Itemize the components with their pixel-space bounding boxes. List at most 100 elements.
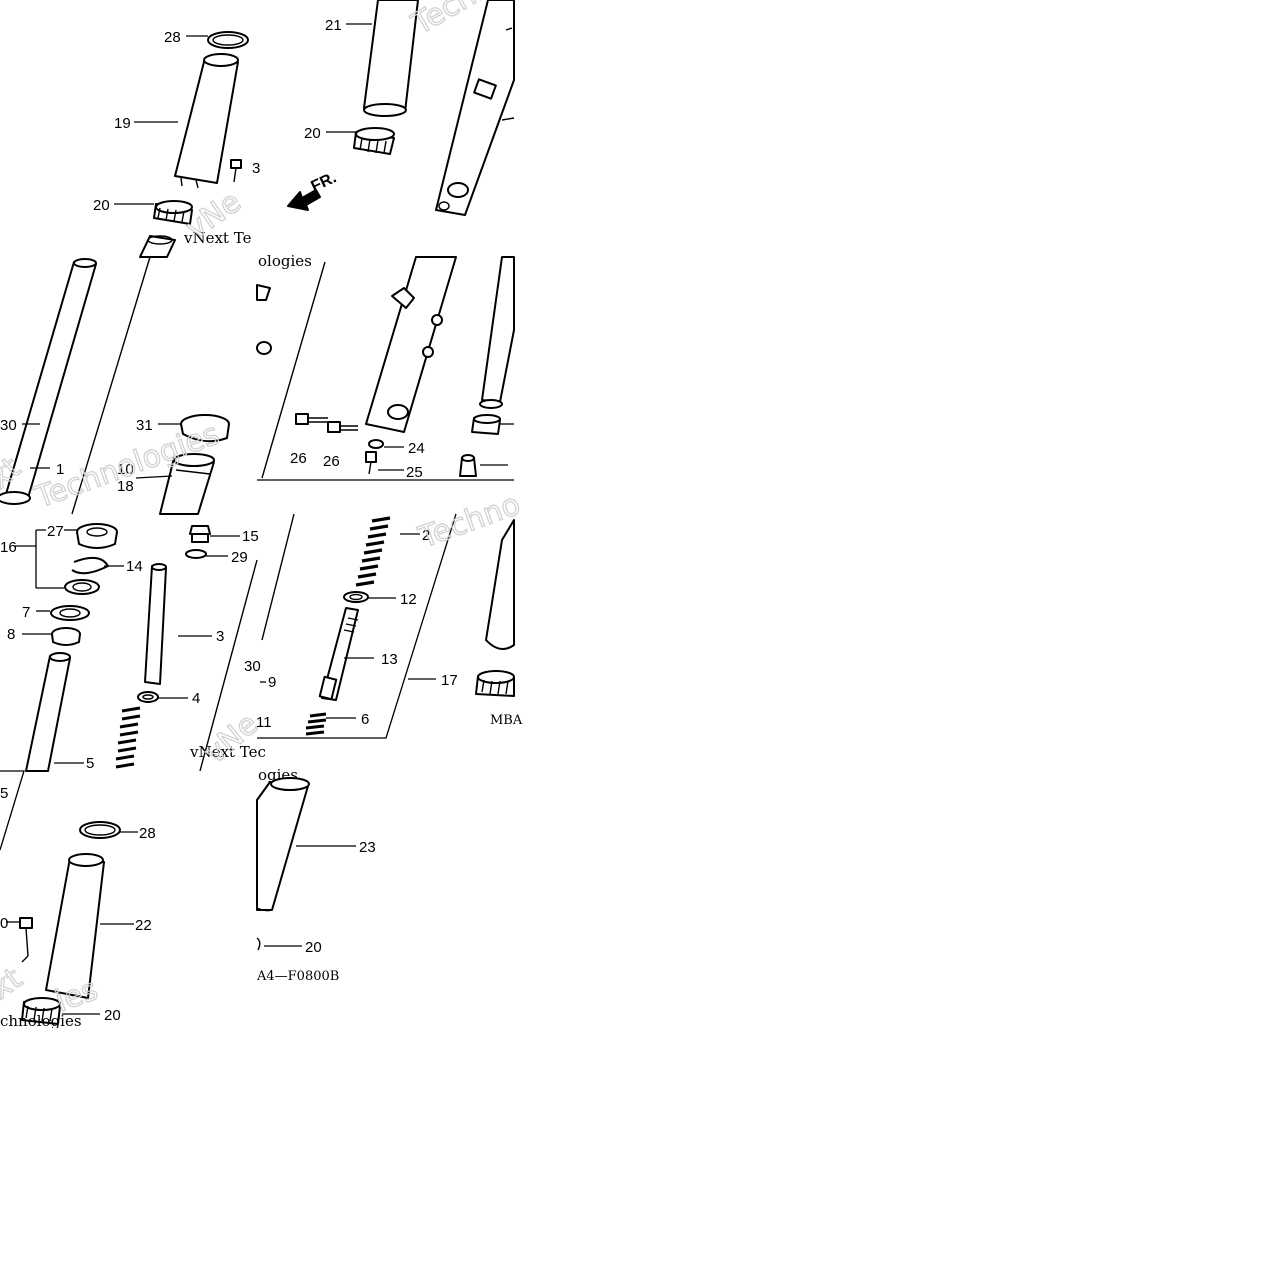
tile-lower-left: 16 27 14 7 8 15 29 3 4 5 vNext Tec vNe [0,523,266,772]
fork-slider-top [435,0,515,216]
callout-3b: 3 [216,628,224,645]
ring-28-bottom [79,821,121,839]
washer-12 [343,591,369,603]
callout-19: 19 [114,115,131,132]
cover-19 [174,53,239,189]
tile-top-left: 28 19 3 20 vNext Te vNe [93,29,260,258]
spring-lower [115,706,141,769]
callout-17: 17 [441,672,458,689]
callout-5a: 5 [86,755,94,772]
bolt-15 [189,525,211,543]
callout-3a: 3 [252,160,260,177]
callout-24: 24 [408,440,425,457]
seal-27 [76,523,118,549]
callout-26a: 26 [290,450,307,467]
callout-11: 11 [256,714,272,731]
callout-20a: 20 [93,197,110,214]
callout-20c: 20 [104,1007,121,1024]
collar-right [471,414,501,435]
tile-lower-right: 30 9 11 2 12 13 6 17 MBA Techno ogies [244,486,526,784]
callout-20d: 20 [305,939,322,956]
watermark-fragment: vNext Te [183,229,252,247]
inner-tube-right [479,256,515,409]
callout-1: 1 [56,461,64,478]
cover-22 [45,853,105,999]
inner-tube-1 [0,258,97,505]
spring-6 [305,712,327,736]
spacer-3 [144,563,167,685]
callout-27: 27 [47,523,64,540]
bearing-right [475,670,515,697]
outer-tube-10 [159,453,215,515]
callout-25: 25 [406,464,423,481]
callout-7: 7 [22,604,30,621]
watermark-fragment: vNext Tec [189,743,266,761]
callout-4: 4 [192,690,200,707]
tube-top-fragment [139,235,176,258]
bearing-20-mid [353,127,395,155]
ring-31 [180,414,230,443]
diagram-code: A4—F0800B [256,969,339,984]
callout-12: 12 [400,591,417,608]
callout-0: 0 [0,915,8,932]
tile-top-right: FR. 21 20 Techn [287,0,515,216]
callout-30a: 30 [0,417,17,434]
callout-2: 2 [422,527,430,544]
bearing-20-bottom [21,997,61,1025]
bearing-20-top [153,200,193,225]
callout-31: 31 [136,417,153,434]
watermark-fragment: ologies [258,252,312,270]
tile-bottom-right: 23 20 A4—F0800B [256,777,376,984]
clip-14 [71,556,110,575]
direction-label: FR. [309,169,340,195]
spring-2 [355,516,391,587]
callout-14: 14 [126,558,143,575]
plug-right [459,454,477,477]
callout-8: 8 [7,626,15,643]
callout-30b: 30 [244,658,261,675]
bolt-26-right [327,421,358,433]
tile-mid-right: 26 26 24 25 [256,256,515,481]
washer-4 [137,691,159,703]
bolt-25 [365,451,377,475]
washer-24 [368,439,384,449]
callout-23: 23 [359,839,376,856]
bolt-bottom-left [19,917,33,963]
front-direction-arrow: FR. [287,169,340,211]
diagram-code-fragment: MBA [490,713,523,728]
watermark-fragment: vNe [198,707,265,772]
watermark-fragment: xt [0,961,29,1007]
seal-16 [64,579,100,595]
ring-28 [207,31,249,49]
bolt-3-top [230,159,242,183]
callout-18: 18 [117,478,134,495]
callout-21: 21 [325,17,342,34]
callout-28b: 28 [139,825,156,842]
cover-21 [363,0,419,117]
callout-10: 10 [117,461,134,478]
washer-7 [50,605,90,621]
fork-slider-lower [365,256,457,433]
oring-29 [185,549,207,559]
callout-13: 13 [381,651,398,668]
outer-tube-right [485,519,515,650]
bushing-8 [51,627,81,646]
callout-16: 16 [0,539,17,556]
callout-5b: 5 [0,785,8,802]
callout-26b: 26 [323,453,340,470]
callout-22: 22 [135,917,152,934]
damper-rod-13 [318,607,359,701]
inner-tube-5 [25,652,71,772]
callout-6: 6 [361,711,369,728]
callout-9: 9 [268,674,276,691]
callout-28a: 28 [164,29,181,46]
tile-mid-left: 30 1 31 10 18 ologies Technologies xt [0,252,312,516]
callout-20b: 20 [304,125,321,142]
tile-bottom-left: 5 28 22 0 20 xt chnologies ies [0,770,156,1030]
bolt-26-left [295,413,328,425]
cover-23 [256,777,310,912]
callout-29: 29 [231,549,248,566]
callout-15: 15 [242,528,259,545]
watermark-fragment: chnologies [0,1012,82,1030]
